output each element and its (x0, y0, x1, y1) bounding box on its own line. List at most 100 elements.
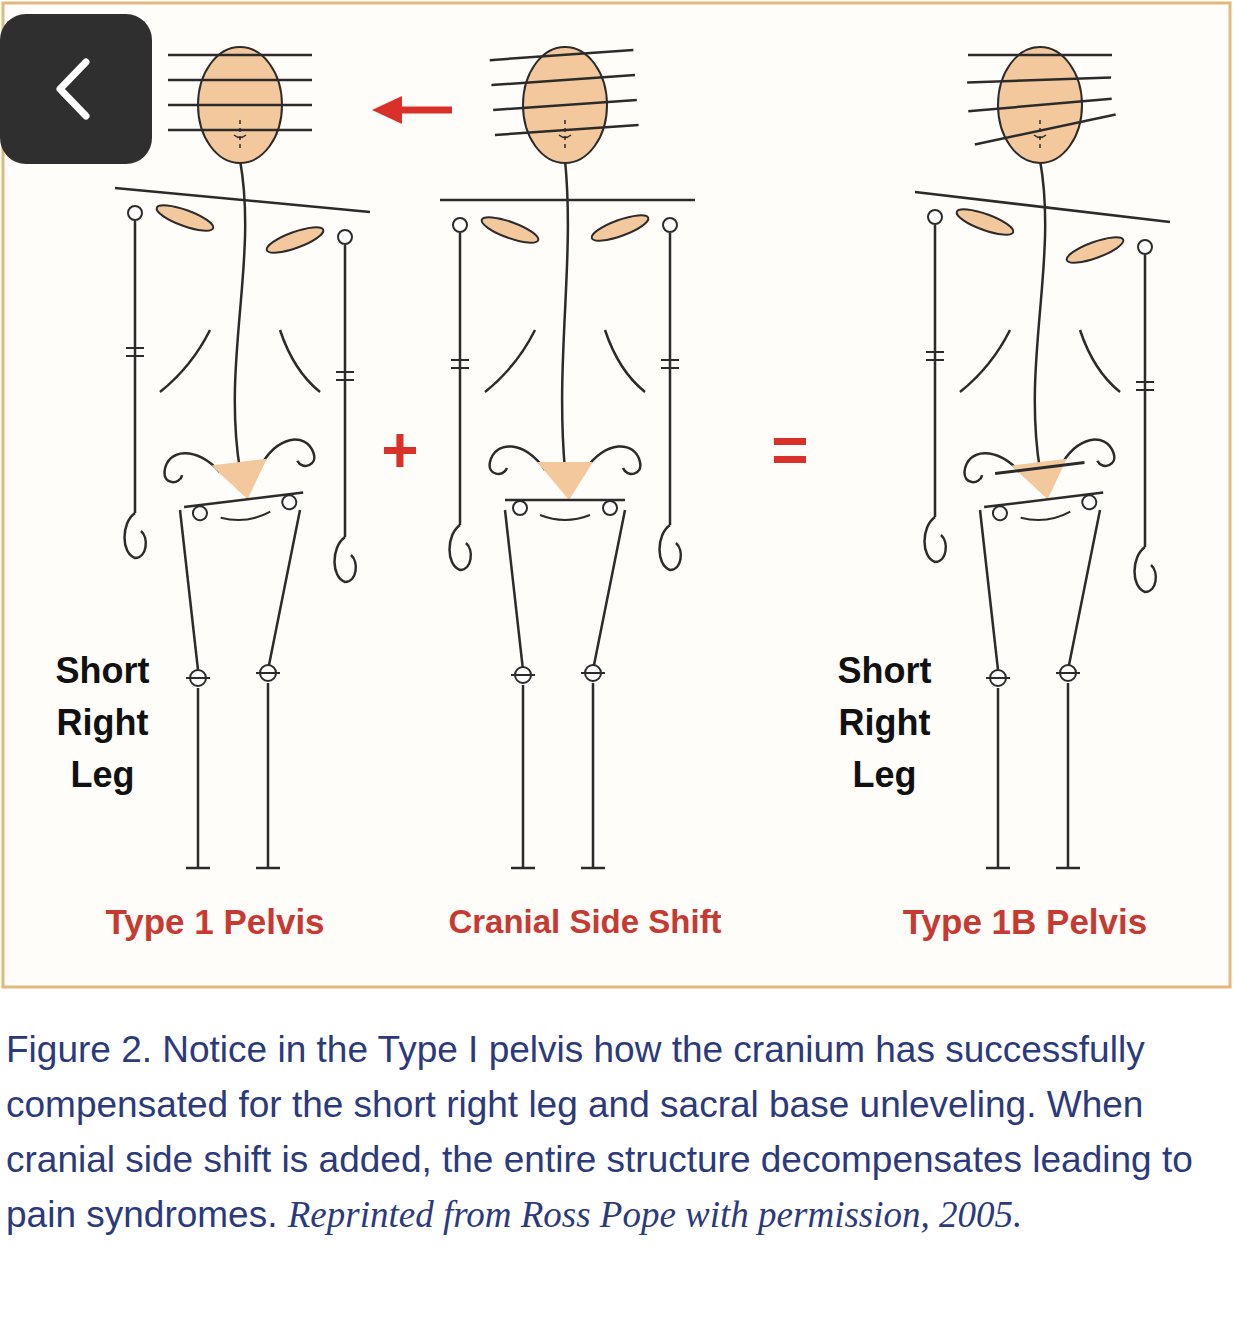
skeleton-figure (440, 47, 695, 868)
shoulder-joint (928, 210, 942, 224)
level-line (493, 100, 637, 110)
figure-title: Cranial Side Shift (405, 900, 765, 944)
knee-line (581, 672, 605, 674)
shoulder-line (915, 192, 1170, 222)
rib (280, 330, 320, 392)
hand (660, 525, 681, 570)
tibia (997, 688, 1000, 868)
clavicle (589, 210, 651, 246)
arm (344, 245, 347, 537)
ilium (490, 446, 545, 474)
hip-joint (513, 501, 527, 515)
femur (1068, 510, 1100, 670)
tibia (1067, 683, 1070, 868)
mouth (559, 135, 571, 138)
foot (581, 867, 605, 870)
shoulder-joint (453, 218, 467, 232)
rib (960, 330, 1010, 392)
clavicle (264, 222, 326, 258)
shoulder-joint (1138, 240, 1152, 254)
femur (593, 510, 625, 670)
tibia (197, 688, 200, 868)
level-line (168, 129, 312, 132)
arm (459, 233, 462, 525)
caption-gap (277, 1194, 287, 1235)
shift-arrow (398, 107, 452, 114)
hip-joint (281, 494, 297, 510)
mouth (234, 135, 246, 138)
level-line (495, 125, 639, 135)
foot (986, 867, 1010, 870)
hand (125, 513, 146, 558)
femur (505, 510, 523, 670)
level-line (168, 104, 312, 107)
equals-sign: = (760, 415, 820, 485)
plus-sign: + (370, 415, 430, 485)
skeleton-figure (115, 47, 370, 868)
knee-line (1056, 672, 1080, 674)
rib (160, 330, 210, 392)
level-line (968, 99, 1111, 112)
skeleton-figure (915, 47, 1170, 868)
clavicle (154, 200, 216, 236)
clavicle (1064, 232, 1126, 268)
spine (235, 160, 245, 470)
pelvis (490, 446, 641, 520)
elbow-mark (1136, 382, 1154, 390)
elbow-mark (451, 360, 469, 368)
level-line (168, 54, 312, 57)
shoulder-line (115, 188, 370, 212)
arm (669, 233, 672, 525)
level-line (975, 114, 1116, 144)
level-line (168, 79, 312, 82)
foot (1056, 867, 1080, 870)
face-midline (564, 120, 566, 150)
caption-block: Figure 2. Notice in the Type I pelvis ho… (6, 1022, 1224, 1242)
femur (180, 510, 198, 670)
ilium (585, 446, 640, 474)
foot (256, 867, 280, 870)
rib (485, 330, 535, 392)
rib (1080, 330, 1120, 392)
femur (268, 510, 300, 670)
elbow-mark (336, 372, 354, 380)
foot (511, 867, 535, 870)
elbow-mark (661, 360, 679, 368)
back-button (0, 14, 152, 164)
spine (562, 160, 568, 470)
hand (925, 517, 946, 562)
level-line (490, 50, 634, 60)
foot (186, 867, 210, 870)
tibia (592, 683, 595, 868)
knee-line (986, 677, 1010, 679)
pubic-arc (1021, 512, 1071, 523)
face-midline (239, 120, 241, 150)
condition-label: Short Right Leg (822, 645, 947, 801)
level-line (967, 78, 1111, 83)
knee-line (186, 677, 210, 679)
hip-joint (992, 505, 1008, 521)
pubic-arc (221, 512, 271, 523)
face-midline (1039, 120, 1041, 150)
credit-line: Reprinted from Ross Pope with permission… (288, 1194, 1023, 1235)
mouth (1034, 135, 1046, 138)
hip-joint (603, 501, 617, 515)
ilium (257, 437, 315, 471)
sacral-base-line (995, 463, 1084, 474)
hip-joint (192, 505, 208, 521)
arm (934, 225, 937, 517)
hand (450, 525, 471, 570)
knee-line (511, 674, 535, 676)
pubic-arc (540, 515, 590, 520)
panel-frame (3, 3, 1230, 987)
rib (605, 330, 645, 392)
shoulder-joint (663, 218, 677, 232)
shift-arrowhead (372, 96, 402, 124)
tibia (522, 685, 525, 868)
arm (1144, 255, 1147, 547)
shoulder-line (440, 199, 695, 202)
pelvis (962, 437, 1121, 528)
clavicle (954, 204, 1016, 240)
shoulder-joint (128, 206, 142, 220)
hip-joint (1081, 494, 1097, 510)
